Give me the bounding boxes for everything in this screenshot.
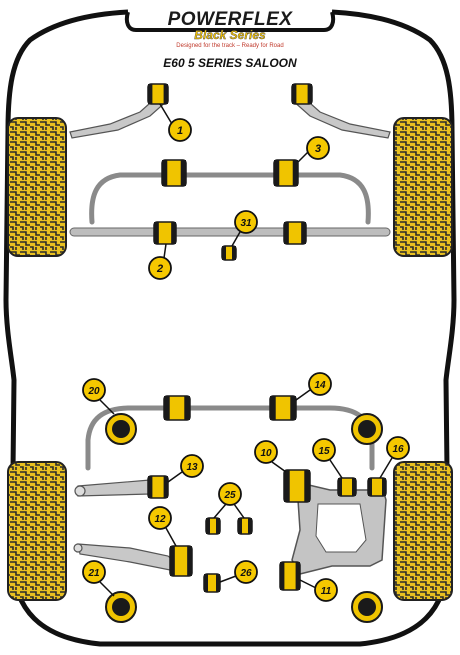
front-anti-roll-bar [89, 172, 371, 225]
part-label-1: 1 [177, 125, 183, 137]
part-label-circle-2 [148, 256, 172, 280]
part-label-circle-3 [306, 136, 330, 160]
bush-p11 [279, 561, 301, 591]
part-label-circle-13 [180, 454, 204, 478]
part-label-14: 14 [314, 380, 326, 391]
leader-line-part-1-0 [159, 103, 173, 125]
part-label-circle-11 [314, 578, 338, 602]
part-label-circle-15 [312, 438, 336, 462]
part-label-circle-14 [308, 372, 332, 396]
part-label-circle-10 [254, 440, 278, 464]
rear-lower-link-eye [73, 543, 83, 553]
part-label-circle-12 [148, 506, 172, 530]
leader-line-part-25-0 [213, 503, 227, 519]
bush-p21-right [351, 591, 383, 623]
bush-p16 [367, 477, 387, 497]
leader-line-part-3-0 [297, 151, 309, 163]
part-label-21: 21 [87, 568, 100, 579]
part-label-circle-25 [218, 482, 242, 506]
bush-p13 [147, 475, 169, 499]
part-label-circle-16 [386, 436, 410, 460]
part-label-16: 16 [392, 444, 404, 455]
tyre-rear-left [7, 461, 67, 601]
bush-p2-left [153, 221, 177, 245]
leader-line-part-2-0 [163, 243, 167, 259]
leader-line-part-11-0 [299, 579, 317, 589]
brand-tagline: Designed for the track – Ready for Road [176, 43, 284, 49]
leader-line-part-31-0 [231, 231, 241, 247]
bush-p21-left [105, 591, 137, 623]
bush-p25-left [205, 517, 221, 535]
bush-p1-left [147, 83, 169, 105]
leader-line-part-21-0 [99, 581, 115, 597]
part-label-12: 12 [154, 514, 166, 525]
leader-line-part-20-0 [99, 399, 115, 415]
tyre-front-right [393, 117, 453, 257]
part-label-25: 25 [223, 490, 236, 501]
leader-line-part-26-0 [219, 575, 237, 583]
brand-logo: POWERFLEX [167, 9, 293, 30]
part-label-circle-31 [234, 210, 258, 234]
rear-upper-link-eye [74, 485, 86, 497]
bush-p20-right [351, 413, 383, 445]
front-lower-arm [69, 227, 391, 237]
part-label-31: 31 [240, 218, 252, 229]
part-label-circle-26 [234, 560, 258, 584]
bush-p12 [169, 545, 193, 577]
part-label-3: 3 [315, 143, 321, 155]
bush-p15 [337, 477, 357, 497]
bush-p31 [221, 245, 237, 261]
bush-p14-left [163, 395, 191, 421]
bush-p20-left [105, 413, 137, 445]
bush-p2-right [283, 221, 307, 245]
tyre-rear-right [393, 461, 453, 601]
bush-p14-right [269, 395, 297, 421]
leader-line-part-14-0 [295, 389, 311, 401]
part-label-13: 13 [186, 462, 198, 473]
car-front-notch [124, 11, 336, 32]
leader-line-part-25-1 [233, 503, 245, 519]
part-label-11: 11 [321, 586, 332, 597]
part-label-circle-21 [82, 560, 106, 584]
bush-p3-right [273, 159, 299, 187]
leader-line-part-15-0 [329, 459, 343, 479]
brand-series: Black Series [194, 28, 266, 42]
part-label-20: 20 [87, 386, 100, 397]
bush-p26 [203, 573, 221, 593]
leader-line-part-16-0 [379, 457, 393, 479]
part-label-circle-1 [168, 118, 192, 142]
bush-p1-right [291, 83, 313, 105]
part-label-10: 10 [260, 448, 272, 459]
leader-line-part-10-0 [271, 461, 287, 473]
car-body-outline [3, 9, 457, 647]
bush-p25-right [237, 517, 253, 535]
part-label-26: 26 [239, 568, 252, 579]
bush-p3-left [161, 159, 187, 187]
part-label-circle-20 [82, 378, 106, 402]
rear-wishbone-cutout [315, 503, 367, 553]
model-title: E60 5 SERIES SALOON [163, 56, 297, 70]
leader-line-part-12-0 [165, 527, 177, 547]
part-label-2: 2 [156, 263, 163, 275]
leader-line-part-13-0 [167, 471, 183, 483]
part-label-15: 15 [318, 446, 330, 457]
tyre-front-left [7, 117, 67, 257]
bush-p10 [283, 469, 311, 503]
